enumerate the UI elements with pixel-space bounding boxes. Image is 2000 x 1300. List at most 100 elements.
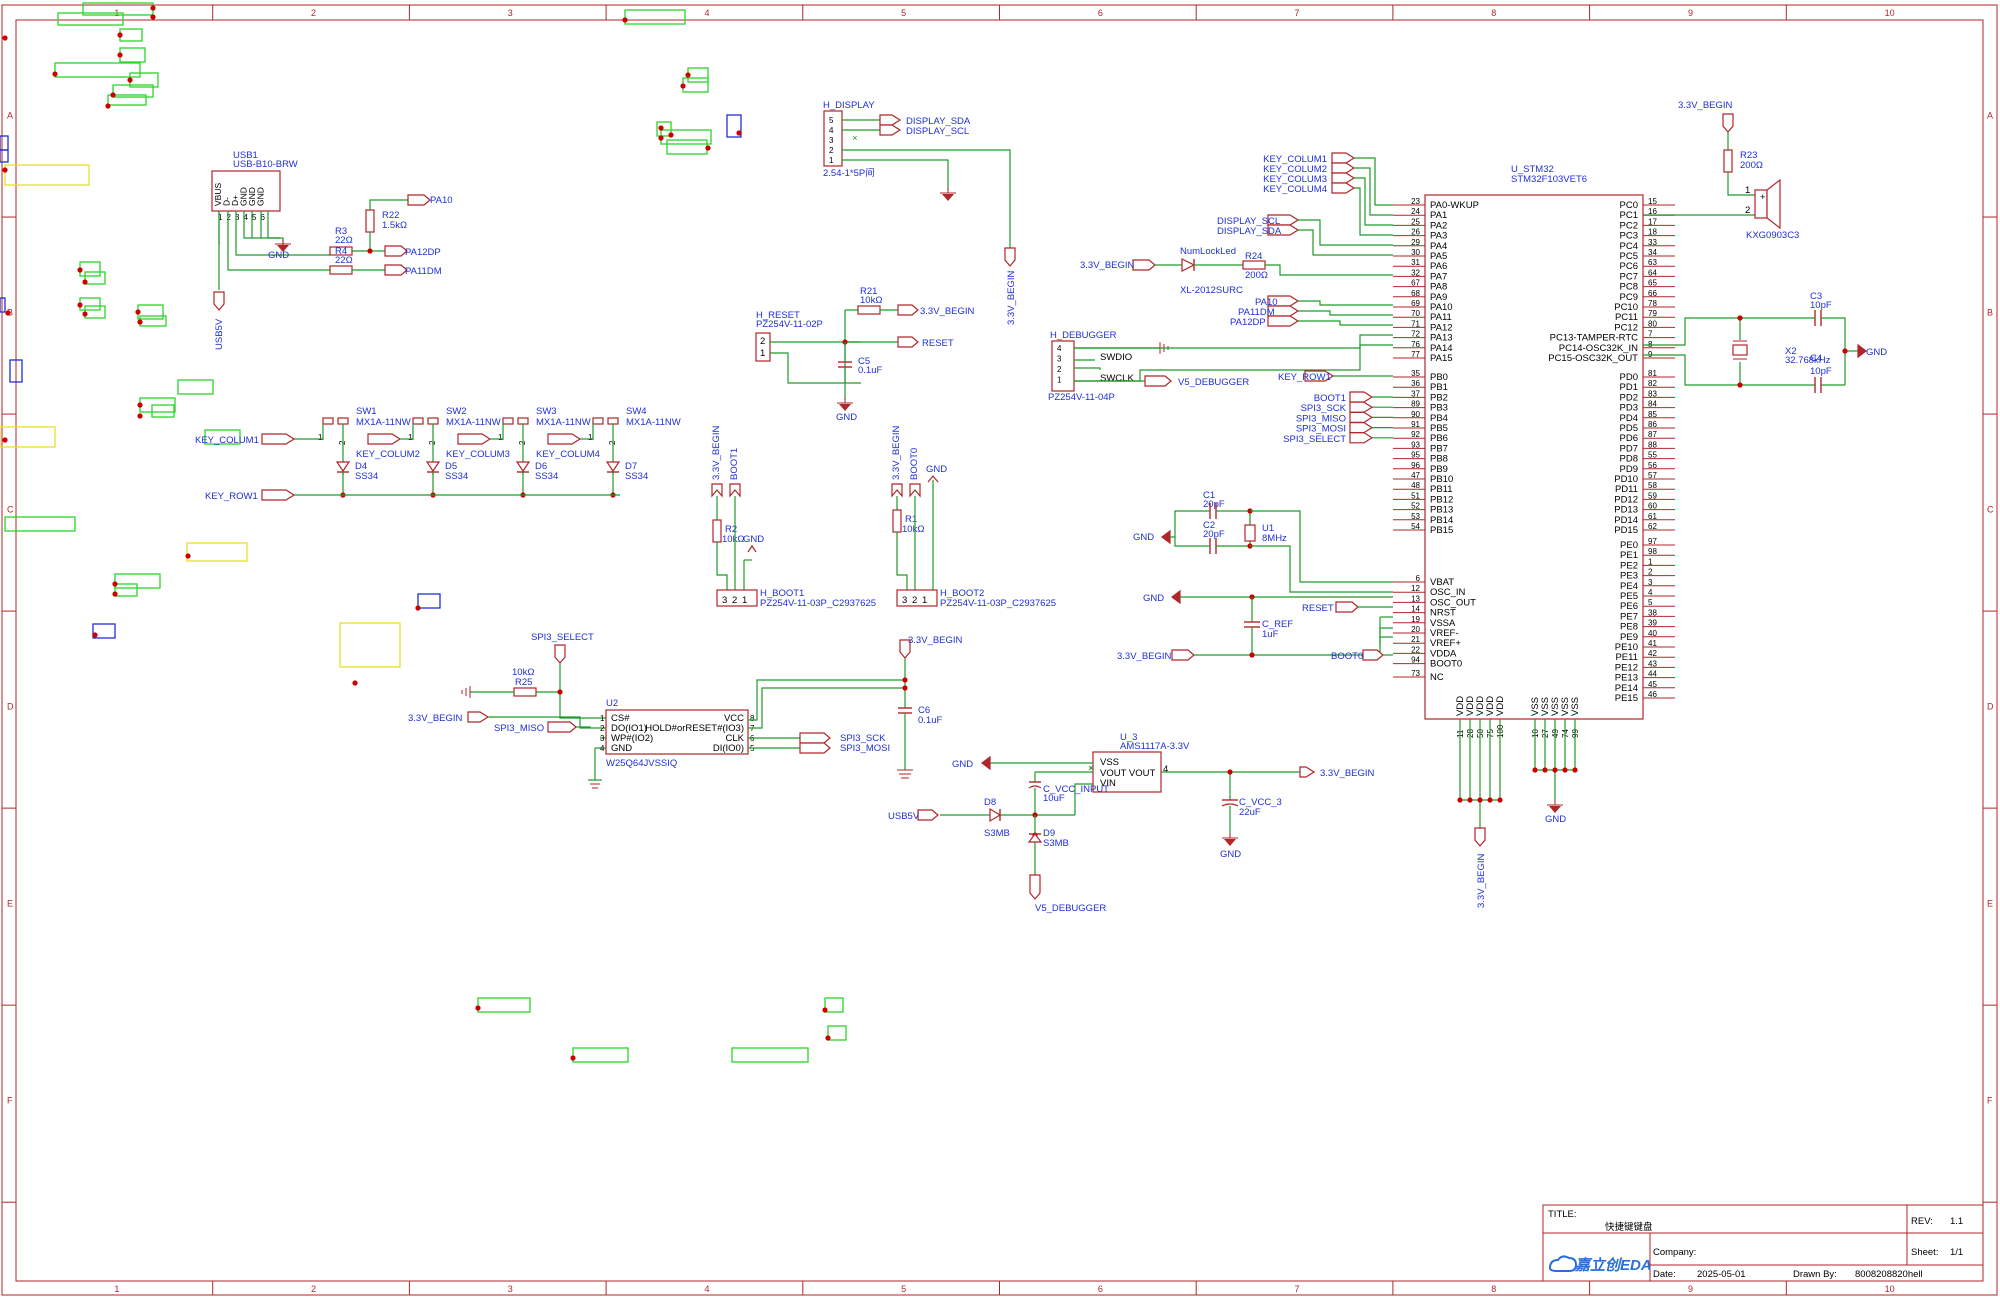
svg-text:2: 2 <box>227 213 232 222</box>
mcu-value: STM32F103VET6 <box>1511 174 1587 185</box>
column-marker: 5 <box>901 8 906 18</box>
svg-text:92: 92 <box>1411 430 1420 439</box>
svg-text:90: 90 <box>1411 410 1420 419</box>
mcu-pa12dp: PA12DP <box>1230 317 1266 328</box>
svg-text:4: 4 <box>1057 344 1062 353</box>
svg-text:62: 62 <box>1648 522 1657 531</box>
column-marker: 10 <box>1885 1284 1895 1294</box>
key-row1-port <box>261 489 296 501</box>
reset-vcc-port <box>897 304 919 316</box>
osc-gnd-label: GND <box>1133 532 1154 543</box>
boot2-vcc-label: 3.3V_BEGIN <box>891 425 902 480</box>
c6-ref: C6 <box>918 705 930 716</box>
svg-text:70: 70 <box>1411 309 1420 318</box>
svg-text:6: 6 <box>261 213 266 222</box>
svg-text:4: 4 <box>1648 588 1653 597</box>
diode-value: SS34 <box>625 471 648 482</box>
row-marker: A <box>1987 111 1993 121</box>
column-marker: 10 <box>1885 8 1895 18</box>
svg-text:PB14: PB14 <box>1430 515 1453 526</box>
flash-vcc-right-label: 3.3V_BEGIN <box>908 635 963 646</box>
svg-text:1: 1 <box>318 433 323 442</box>
spi-net-label: SPI3_MOSI <box>1296 424 1346 435</box>
svg-text:PA11: PA11 <box>1430 312 1452 323</box>
column-marker: 6 <box>1098 1284 1103 1294</box>
pa10-port <box>407 194 431 206</box>
svg-text:PD4: PD4 <box>1620 413 1638 424</box>
svg-text:PA2: PA2 <box>1430 220 1447 231</box>
svg-text:48: 48 <box>1411 481 1420 490</box>
spi-net-port <box>1349 391 1374 403</box>
display-header-body <box>823 110 843 167</box>
svg-text:42: 42 <box>1648 649 1657 658</box>
spi-net-label: SPI3_MISO <box>1296 413 1346 424</box>
svg-text:68: 68 <box>1411 289 1420 298</box>
rev-value: 1.1 <box>1950 1216 1963 1227</box>
key-diode <box>605 461 621 473</box>
svg-text:PB10: PB10 <box>1430 474 1453 485</box>
svg-text:57: 57 <box>1648 471 1657 480</box>
svg-text:3: 3 <box>1057 355 1062 364</box>
svg-text:PC0: PC0 <box>1620 200 1638 211</box>
buzzer-cone <box>1766 178 1781 230</box>
key-colum1-label: KEY_COLUM1 <box>195 435 259 446</box>
diode-ref: D5 <box>445 461 457 472</box>
svg-text:PE10: PE10 <box>1615 642 1638 653</box>
key-column-label: KEY_COLUM4 <box>536 449 600 460</box>
r25-resistor <box>513 687 537 697</box>
svg-text:VSS: VSS <box>1100 757 1119 768</box>
r4-value: 22Ω <box>335 255 353 266</box>
svg-text:PD0: PD0 <box>1620 372 1638 383</box>
switch-right-pad <box>337 417 349 425</box>
r1-resistor <box>892 509 902 533</box>
svg-text:37: 37 <box>1411 389 1420 398</box>
svg-text:1: 1 <box>1648 557 1653 566</box>
row-marker: F <box>7 1096 13 1106</box>
spi-net-label: BOOT1 <box>1314 393 1346 404</box>
boot1-gnd-label: GND <box>743 534 764 545</box>
svg-text:GND: GND <box>247 187 257 206</box>
switch-right-pad <box>607 417 619 425</box>
reset-net-port <box>897 336 919 348</box>
date-label: Date: <box>1653 1269 1676 1280</box>
svg-text:PB2: PB2 <box>1430 392 1448 403</box>
mcu-boot0: BOOT0 <box>1331 651 1363 662</box>
reset-value: PZ254V-11-02P <box>756 319 823 330</box>
svg-text:2: 2 <box>600 724 605 733</box>
svg-text:59: 59 <box>1648 491 1657 500</box>
c6-value: 0.1uF <box>918 715 942 726</box>
svg-text:2: 2 <box>1057 365 1062 374</box>
rtc-gnd-label: GND <box>1866 347 1887 358</box>
svg-text:PA3: PA3 <box>1430 231 1447 242</box>
svg-text:VDD: VDD <box>1475 696 1486 716</box>
svg-text:25: 25 <box>1411 217 1420 226</box>
svg-text:PB15: PB15 <box>1430 525 1453 536</box>
reset-ref: H_RESET <box>756 310 800 321</box>
usb-gnd-label: GND <box>268 250 289 261</box>
display-sda-label: DISPLAY_SDA <box>906 116 971 127</box>
svg-text:PE0: PE0 <box>1620 540 1638 551</box>
column-marker: 2 <box>311 8 316 18</box>
x2-value: 32.768kHz <box>1785 355 1831 366</box>
svg-text:35: 35 <box>1411 369 1420 378</box>
mcu-display-sda: DISPLAY_SDA <box>1217 226 1282 237</box>
svg-text:PE1: PE1 <box>1620 550 1638 561</box>
c2-value: 20pF <box>1203 529 1225 540</box>
boot0-mcu-port <box>1362 649 1384 661</box>
ldo-value: AMS1117A-3.3V <box>1120 741 1190 752</box>
c3-ref: C3 <box>1810 291 1822 302</box>
svg-text:PC10: PC10 <box>1614 302 1638 313</box>
svg-text:OSC_IN: OSC_IN <box>1430 587 1466 598</box>
r25-ref: R25 <box>515 677 532 688</box>
svg-text:85: 85 <box>1648 410 1657 419</box>
svg-text:33: 33 <box>1648 238 1657 247</box>
svg-text:32: 32 <box>1411 268 1420 277</box>
switch-right-pad <box>427 417 439 425</box>
ldo-gnd2-label: GND <box>1220 849 1241 860</box>
r23-value: 200Ω <box>1740 160 1763 171</box>
spi3-sck-port <box>799 732 831 744</box>
display-scl-mcu-port <box>1267 214 1300 226</box>
r3-ref: R3 <box>335 226 347 237</box>
svg-text:2: 2 <box>1648 568 1653 577</box>
